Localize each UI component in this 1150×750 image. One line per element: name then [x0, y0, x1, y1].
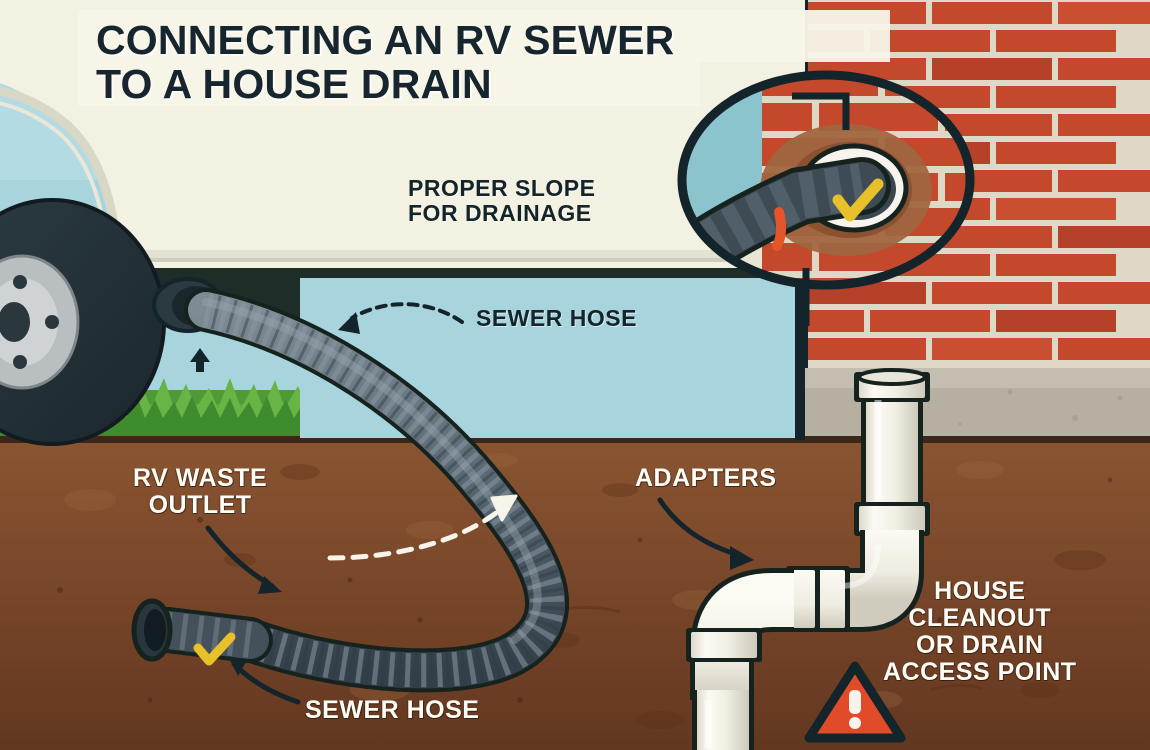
- up-arrow-icon: [190, 348, 210, 372]
- soil-cross-section: [0, 436, 1150, 750]
- title-banner: [78, 10, 890, 106]
- pvc-drain-assembly: [686, 368, 930, 750]
- slope-arrow-icon: [327, 494, 518, 561]
- check-icon: [832, 178, 884, 222]
- warning-triangle-icon: [804, 661, 906, 743]
- check-icon: [193, 632, 236, 666]
- foundation: [800, 368, 1150, 440]
- rv-waste-arrow-icon: [205, 525, 282, 594]
- adapters-arrow-icon: [657, 497, 754, 570]
- sewer-hose: [184, 288, 570, 693]
- orange-band: [772, 207, 787, 251]
- sewer-hose-end: [131, 598, 273, 666]
- hose-bottom-arrow-icon: [228, 656, 301, 705]
- sewer-hose-arrow-icon: [338, 302, 464, 334]
